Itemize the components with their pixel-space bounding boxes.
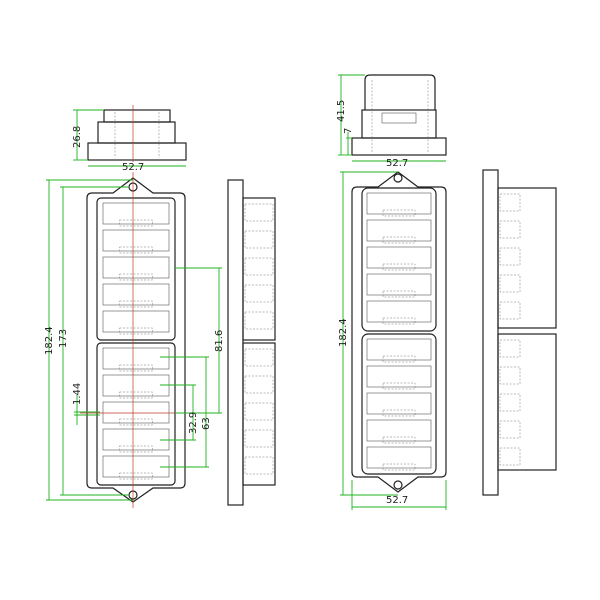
fuse-slot-detail — [382, 317, 416, 325]
dim-span-medium: 63 — [201, 417, 212, 430]
dim-right-overall-length: 182.4 — [338, 318, 349, 347]
side-terminal — [244, 311, 274, 330]
side-terminal — [244, 456, 274, 475]
fuse-slot — [366, 300, 432, 323]
fuse-slot — [366, 219, 432, 242]
side-terminal — [499, 193, 521, 212]
side-terminal — [499, 393, 521, 412]
fuse-slot — [102, 256, 170, 279]
side-terminal — [244, 284, 274, 303]
right-side-view — [482, 169, 557, 496]
fuse-slot — [102, 202, 170, 225]
fuse-slot-detail — [119, 327, 153, 335]
fuse-slot-detail — [119, 300, 153, 308]
side-terminal — [499, 220, 521, 239]
dim-hole-spacing: 173 — [58, 329, 69, 348]
side-terminal — [499, 447, 521, 466]
dim-right-base-height: 7 — [343, 128, 354, 134]
dim-top-height: 26.8 — [72, 126, 83, 148]
side-terminal — [244, 402, 274, 421]
fuse-slot-detail — [382, 236, 416, 244]
fuse-slot-detail — [382, 209, 416, 217]
side-terminal — [244, 203, 274, 222]
fuse-slot-detail — [382, 409, 416, 417]
dim-top-width: 52.7 — [122, 162, 144, 173]
fuse-slot — [102, 428, 170, 451]
fuse-slot-detail — [382, 463, 416, 471]
side-terminal — [499, 301, 521, 320]
side-terminal — [244, 230, 274, 249]
fuse-slot — [102, 455, 170, 478]
fuse-slot-detail — [382, 436, 416, 444]
fuse-slot — [102, 374, 170, 397]
fuse-slot — [366, 365, 432, 388]
side-terminal — [244, 429, 274, 448]
dim-right-top-height: 41.5 — [336, 100, 347, 122]
fuse-slot — [102, 229, 170, 252]
left-top-view: 26.8 52.7 — [72, 105, 187, 173]
right-front-view: 182.4 52.7 — [338, 171, 447, 510]
fuse-slot — [366, 419, 432, 442]
fuse-slot-detail — [119, 273, 153, 281]
left-side-view — [227, 179, 276, 506]
fuse-slot-detail — [119, 246, 153, 254]
fuse-slot-detail — [119, 472, 153, 480]
side-terminal — [499, 247, 521, 266]
fuse-slot — [102, 401, 170, 424]
fuse-slot — [102, 283, 170, 306]
fuse-slot-detail — [382, 355, 416, 363]
fuse-slot — [102, 310, 170, 333]
dim-span-large: 81.6 — [214, 330, 225, 352]
dim-right-bottom-width: 52.7 — [386, 495, 408, 506]
side-terminal — [244, 375, 274, 394]
fuse-slot-detail — [119, 364, 153, 372]
fuse-slot-detail — [382, 382, 416, 390]
side-terminal — [244, 257, 274, 276]
fuse-slot-detail — [119, 219, 153, 227]
dim-right-top-width: 52.7 — [386, 158, 408, 169]
fuse-slot-detail — [382, 290, 416, 298]
side-terminal — [499, 274, 521, 293]
side-terminal — [499, 420, 521, 439]
fuse-slot-detail — [119, 445, 153, 453]
fuse-slot-detail — [119, 418, 153, 426]
fuse-slot — [366, 446, 432, 469]
side-terminal — [244, 348, 274, 367]
fuse-slot — [102, 347, 170, 370]
side-terminal — [499, 339, 521, 358]
fuse-slot — [366, 246, 432, 269]
fuse-slot-detail — [382, 263, 416, 271]
fuse-slot — [366, 192, 432, 215]
fuse-slot — [366, 273, 432, 296]
dim-span-small: 32.9 — [188, 412, 199, 434]
dim-offset: 1.44 — [72, 383, 83, 405]
fuse-slot — [366, 392, 432, 415]
right-top-view: 41.5 7 52.7 — [336, 74, 447, 169]
dim-overall-length: 182.4 — [44, 326, 55, 355]
side-terminal — [499, 366, 521, 385]
fuse-slot — [366, 338, 432, 361]
left-front-view: 182.4 173 1.44 81.6 63 32.9 — [44, 172, 225, 508]
fuse-slot-detail — [119, 391, 153, 399]
